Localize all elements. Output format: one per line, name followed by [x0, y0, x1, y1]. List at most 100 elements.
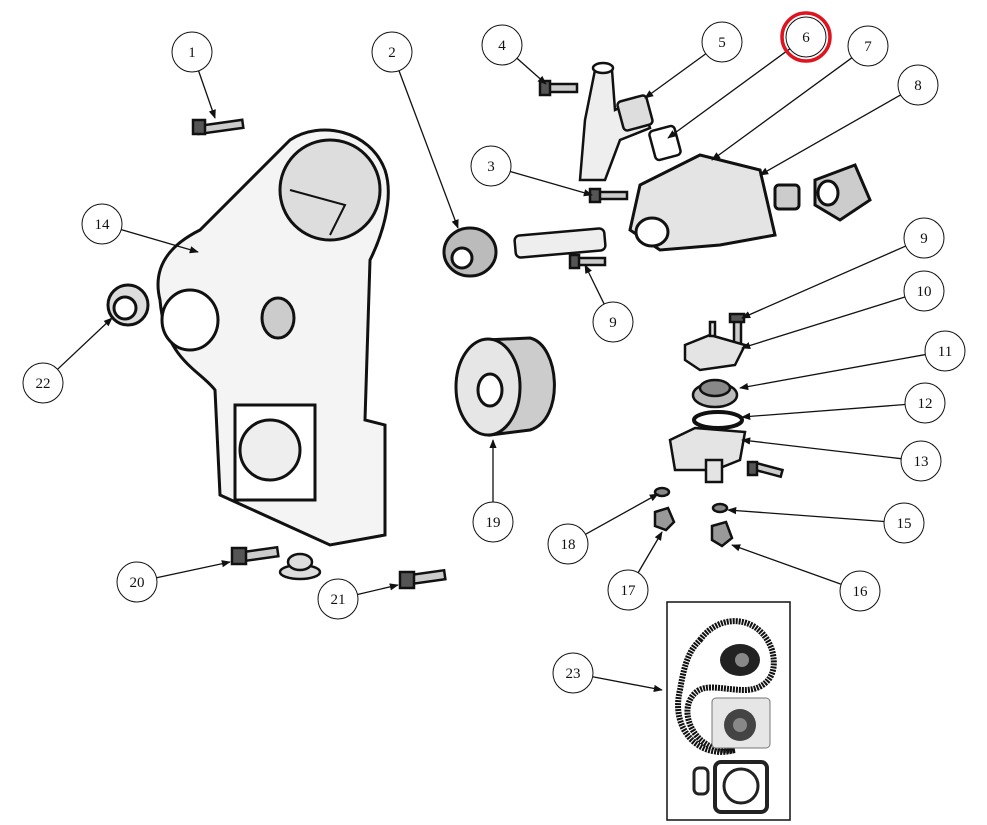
callout-number: 3 — [487, 159, 495, 175]
pump-shaft — [513, 227, 607, 259]
callout-number: 9 — [609, 315, 617, 331]
outlet-elbow — [578, 61, 654, 182]
callout-circle — [903, 270, 945, 312]
callout-circle — [22, 362, 64, 404]
seal-ring — [106, 283, 150, 327]
callout-circle — [481, 24, 523, 66]
leader-arrow — [156, 560, 231, 579]
callout-number: 18 — [561, 537, 576, 553]
highlight-ring — [780, 11, 832, 63]
callout-circle — [839, 570, 881, 612]
callout-number: 6 — [802, 30, 810, 46]
callout-number: 7 — [864, 39, 872, 55]
leader-arrow — [741, 403, 906, 421]
callout-10: 10 — [741, 270, 945, 350]
callout-13: 13 — [741, 437, 942, 482]
callout-9: 9 — [584, 264, 634, 343]
pulley — [454, 336, 556, 437]
leader-arrow — [357, 583, 399, 596]
callout-number: 21 — [331, 592, 346, 608]
leader-arrow — [57, 317, 113, 370]
callout-circle — [847, 25, 889, 67]
callout-3: 3 — [470, 145, 593, 197]
leader-arrow — [667, 48, 791, 139]
callout-number: 22 — [36, 376, 51, 392]
leader-arrow — [585, 493, 659, 535]
callout-8: 8 — [759, 64, 939, 176]
leader-arrow — [644, 53, 707, 99]
leader-arrow — [741, 296, 906, 350]
callout-14: 14 — [81, 203, 199, 254]
callout-1: 1 — [171, 31, 216, 119]
callout-11: 11 — [739, 330, 966, 391]
callout-circle — [547, 523, 589, 565]
callout-circle — [904, 382, 946, 424]
leader-arrow — [739, 353, 926, 391]
callout-circle — [472, 501, 514, 543]
callout-number: 19 — [486, 515, 501, 531]
callout-21: 21 — [317, 578, 399, 620]
callout-number: 2 — [388, 45, 396, 61]
leader-arrow — [592, 676, 663, 693]
leader-arrow — [510, 170, 593, 197]
callout-number: 16 — [853, 584, 869, 600]
cover-plug — [278, 552, 322, 581]
callout-23: 23 — [552, 652, 663, 694]
leader-arrow — [197, 70, 216, 119]
callout-4: 4 — [481, 24, 547, 85]
callout-number: 14 — [95, 217, 111, 233]
callout-17: 17 — [607, 531, 663, 611]
leader-arrow — [516, 57, 547, 85]
callout-18: 18 — [547, 493, 659, 565]
water-pump-body — [628, 153, 872, 252]
callout-22: 22 — [22, 317, 113, 404]
callout-circle — [552, 652, 594, 694]
callout-number: 15 — [897, 516, 912, 532]
callout-circle — [607, 569, 649, 611]
callout-number: 5 — [718, 35, 726, 51]
callout-circle — [371, 31, 413, 73]
thermostat-assembly — [653, 320, 747, 548]
callout-number: 4 — [498, 38, 506, 54]
leader-arrow — [584, 264, 605, 305]
callout-number: 1 — [188, 45, 196, 61]
callout-6: 6 — [667, 11, 832, 139]
timing-belt-kit-inset — [666, 601, 791, 821]
leader-arrow — [637, 531, 663, 574]
leader-arrow — [398, 70, 459, 229]
callout-circle — [897, 64, 939, 106]
callout-number: 8 — [914, 78, 922, 94]
callout-number: 10 — [917, 284, 932, 300]
callout-number: 12 — [918, 396, 933, 412]
leader-arrow — [727, 506, 885, 523]
callout-circle — [470, 145, 512, 187]
leader-arrow — [759, 94, 901, 176]
leader-arrow — [741, 437, 902, 460]
callout-19: 19 — [472, 439, 514, 543]
callout-circle — [785, 16, 827, 58]
callout-number: 13 — [914, 454, 929, 470]
callout-16: 16 — [731, 544, 881, 612]
callout-number: 11 — [938, 344, 952, 360]
callout-circle — [883, 502, 925, 544]
callout-20: 20 — [116, 560, 231, 603]
leader-arrow — [741, 245, 906, 319]
leader-arrow — [121, 228, 199, 254]
callout-circle — [903, 217, 945, 259]
leader-arrow — [711, 57, 853, 161]
callout-circle — [81, 203, 123, 245]
callout-circle — [171, 31, 213, 73]
timing-cover — [156, 128, 390, 547]
callout-number: 23 — [566, 666, 581, 682]
callout-number: 17 — [621, 583, 637, 599]
callout-circle — [116, 561, 158, 603]
callout-9: 9 — [741, 217, 945, 319]
callout-circle — [900, 440, 942, 482]
callout-7: 7 — [711, 25, 889, 161]
callout-circle — [592, 301, 634, 343]
callout-2: 2 — [371, 31, 459, 229]
callout-15: 15 — [727, 502, 925, 544]
callout-circle — [317, 578, 359, 620]
